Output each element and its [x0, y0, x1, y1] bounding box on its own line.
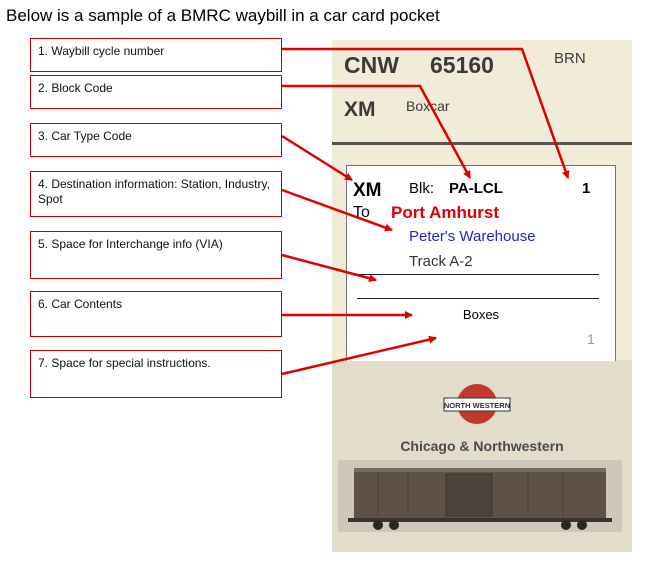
waybill: XM Blk: PA-LCL 1 To Port Amhurst Peter's…: [346, 165, 616, 361]
car-contents: Boxes: [462, 307, 500, 322]
label-car-type: 3. Car Type Code: [30, 123, 282, 157]
page-title: Below is a sample of a BMRC waybill in a…: [6, 6, 440, 25]
arrow-car-type: [281, 134, 353, 182]
home-station: BRN: [554, 50, 586, 67]
interchange-line-top: [357, 274, 599, 275]
label-block-code: 2. Block Code: [30, 75, 282, 109]
svg-text:NORTH WESTERN: NORTH WESTERN: [444, 401, 510, 410]
arrow-interchange: [281, 253, 377, 283]
label-special-instructions: 7. Space for special instructions.: [30, 350, 282, 398]
destination-station: Port Amhurst: [391, 203, 499, 222]
cycle-number: 1: [582, 180, 591, 197]
car-number: 65160: [430, 52, 494, 78]
arrow-special: [281, 335, 437, 376]
arrow-block: [282, 84, 472, 179]
chicago-northwestern-logo: NORTH WESTERN: [443, 384, 511, 424]
card-type-code: XM: [344, 98, 376, 121]
block-label: Blk:: [409, 180, 435, 197]
block-code: PA-LCL: [449, 180, 503, 197]
car-road-mark: CNW: [344, 52, 399, 78]
contents-count: 1: [587, 331, 595, 347]
arrow-destination: [281, 188, 393, 232]
label-waybill-cycle: 1. Waybill cycle number: [30, 38, 282, 72]
label-interchange: 5. Space for Interchange info (VIA): [30, 231, 282, 279]
arrow-cycle: [282, 47, 570, 179]
label-destination: 4. Destination information: Station, Ind…: [30, 171, 282, 217]
car-card-back: NORTH WESTERN Chicago & Northwestern: [332, 360, 632, 552]
destination-spot: Track A-2: [409, 253, 473, 270]
card-divider: [332, 142, 632, 145]
label-contents: 6. Car Contents: [30, 291, 282, 337]
boxcar-photo: [338, 460, 622, 532]
card-type-name: Boxcar: [406, 98, 450, 114]
destination-industry: Peter's Warehouse: [409, 228, 536, 245]
interchange-line-bottom: [357, 298, 599, 299]
railroad-name: Chicago & Northwestern: [400, 438, 564, 454]
waybill-car-type: XM: [353, 180, 382, 201]
